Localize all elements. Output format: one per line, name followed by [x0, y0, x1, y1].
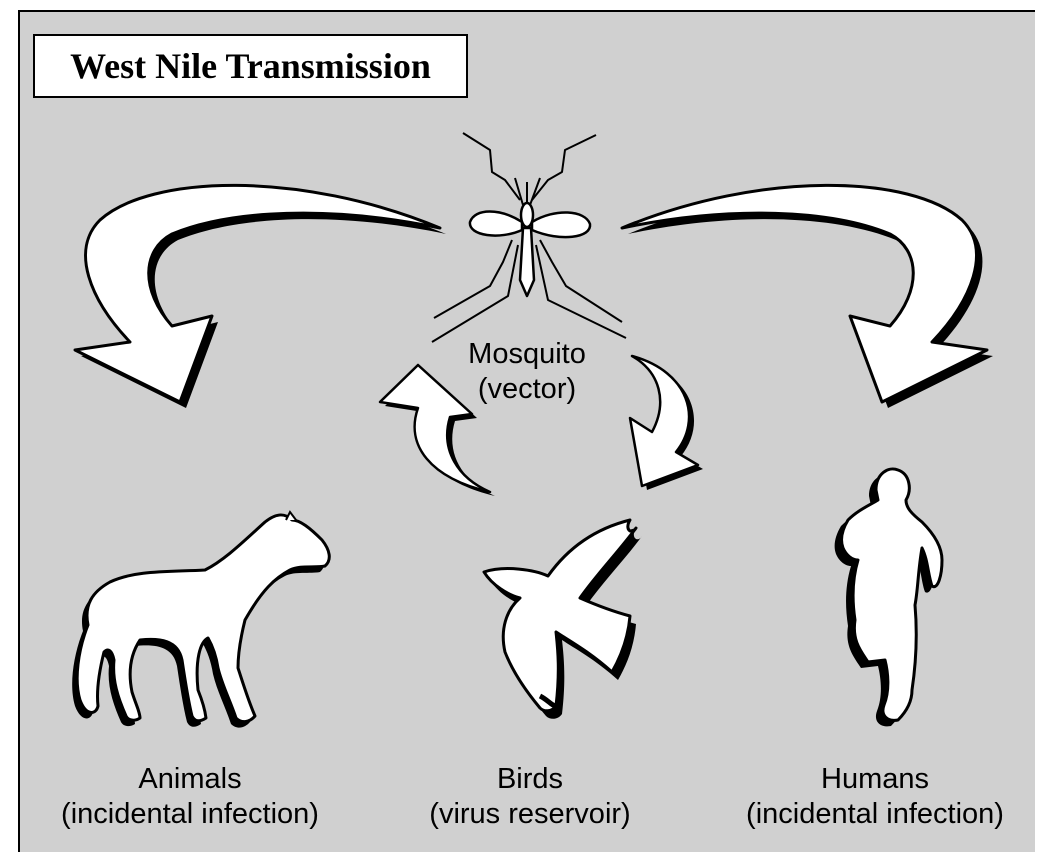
animals-name: Animals: [30, 762, 350, 797]
bird-icon: [484, 520, 642, 719]
mosquito-icon: [432, 133, 626, 342]
birds-label: Birds (virus reservoir): [410, 762, 650, 832]
mosquito-role: (vector): [427, 372, 627, 407]
birds-name: Birds: [410, 762, 650, 797]
humans-name: Humans: [720, 762, 1030, 797]
horse-icon: [72, 512, 329, 728]
animals-label: Animals (incidental infection): [30, 762, 350, 832]
arrow-mosquito-to-humans: [622, 185, 993, 408]
mosquito-label: Mosquito (vector): [427, 337, 627, 407]
mosquito-name: Mosquito: [427, 337, 627, 372]
humans-role: (incidental infection): [720, 797, 1030, 832]
animals-role: (incidental infection): [30, 797, 350, 832]
arrow-mosquito-to-animals: [75, 185, 446, 408]
humans-label: Humans (incidental infection): [720, 762, 1030, 832]
birds-role: (virus reservoir): [410, 797, 650, 832]
human-runner-icon: [835, 469, 942, 726]
arrow-mosquito-to-birds: [630, 356, 703, 490]
